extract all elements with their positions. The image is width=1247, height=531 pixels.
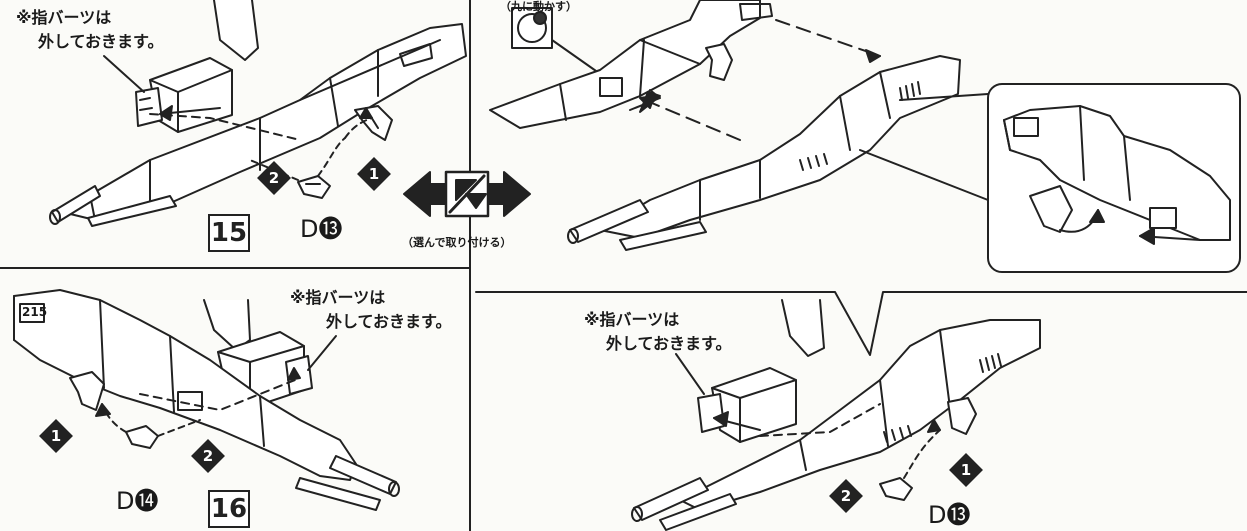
move-label: （九に動かす）	[500, 0, 577, 13]
note-fingers-16-line2: 外しておきます。	[326, 312, 452, 331]
choice-icon	[403, 170, 531, 218]
rifle-15	[49, 0, 467, 227]
note-fingers-16-line1: ※指バーツは	[290, 288, 386, 307]
weapon-marking: 215	[22, 305, 48, 319]
choice-label: （選んで取り付ける）	[402, 236, 512, 249]
step-number-16: 16	[208, 490, 250, 528]
divider-right-callout	[475, 291, 1247, 356]
step-marker-2-br: 2	[829, 479, 863, 513]
step-marker-1-top-text: 1	[368, 165, 380, 183]
step-marker-2-top-text: 2	[268, 169, 280, 187]
note-fingers-br-line2: 外しておきます。	[606, 334, 732, 353]
rifle-bottom-right	[631, 299, 1041, 531]
step-marker-1-br: 1	[949, 453, 983, 487]
step-number-15: 15	[208, 214, 250, 252]
step-marker-1-br-text: 1	[960, 461, 972, 479]
rifle-top-right	[489, 0, 1241, 273]
part-label-d13-bottom: D⓭	[928, 501, 971, 529]
rifle-16	[13, 289, 400, 511]
step-marker-2-top: 2	[257, 161, 291, 195]
note-fingers-15-line1: ※指バーツは	[16, 8, 112, 27]
step-marker-1-top: 1	[357, 157, 391, 191]
step-marker-2-br-text: 2	[840, 487, 852, 505]
step-marker-2-p16: 2	[191, 439, 225, 473]
part-label-d14: D⓮	[116, 487, 159, 515]
step-marker-2-p16-text: 2	[202, 447, 214, 465]
step-marker-1-p16-text: 1	[50, 427, 62, 445]
note-fingers-15-line2: 外しておきます。	[38, 32, 164, 51]
step-marker-1-p16: 1	[39, 419, 73, 453]
note-fingers-br-line1: ※指バーツは	[584, 310, 680, 329]
part-label-d13-top: D⓭	[300, 215, 343, 243]
